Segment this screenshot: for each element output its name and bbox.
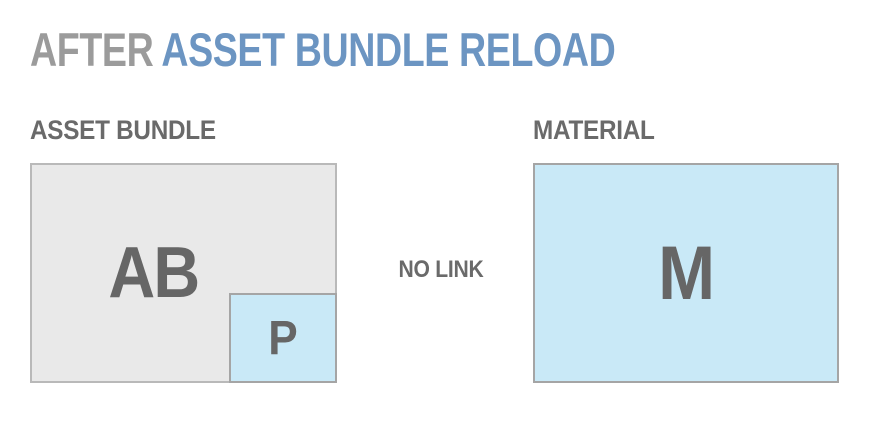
prefab-sub-box: P — [229, 293, 337, 383]
prefab-sub-box-label: P — [268, 311, 298, 365]
asset-bundle-box: AB P — [30, 163, 337, 383]
material-box: M — [533, 163, 839, 383]
material-box-label: M — [658, 230, 715, 316]
asset-bundle-heading: ASSET BUNDLE — [30, 115, 216, 145]
no-link-label: NO LINK — [398, 256, 484, 283]
title-prefix: AFTER — [30, 23, 154, 76]
material-heading: MATERIAL — [533, 115, 655, 145]
title-highlight: ASSET BUNDLE RELOAD — [161, 23, 616, 76]
asset-bundle-box-label: AB — [107, 233, 200, 313]
